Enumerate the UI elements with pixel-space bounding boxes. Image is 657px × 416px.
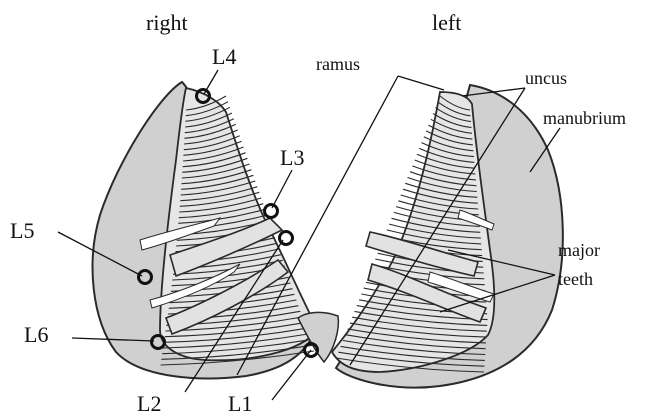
label-teeth: teeth — [558, 269, 593, 289]
L3-leader — [272, 170, 292, 208]
landmark-label-L2: L2 — [137, 391, 161, 416]
heading-left: left — [432, 10, 461, 35]
ramus-leader — [398, 76, 444, 90]
landmark-label-L1: L1 — [228, 391, 252, 416]
landmark-label-L5: L5 — [10, 218, 34, 243]
landmark-L3-marker — [265, 205, 278, 218]
left-half — [332, 85, 563, 388]
label-uncus: uncus — [525, 68, 567, 88]
landmark-L3b-marker — [280, 232, 293, 245]
landmark-label-L4: L4 — [212, 44, 236, 69]
heading-right: right — [146, 10, 188, 35]
label-ramus: ramus — [316, 54, 360, 74]
label-major: major — [558, 240, 600, 260]
landmark-label-L6: L6 — [24, 322, 48, 347]
label-manubrium: manubrium — [543, 108, 626, 128]
landmark-label-L3: L3 — [280, 145, 304, 170]
